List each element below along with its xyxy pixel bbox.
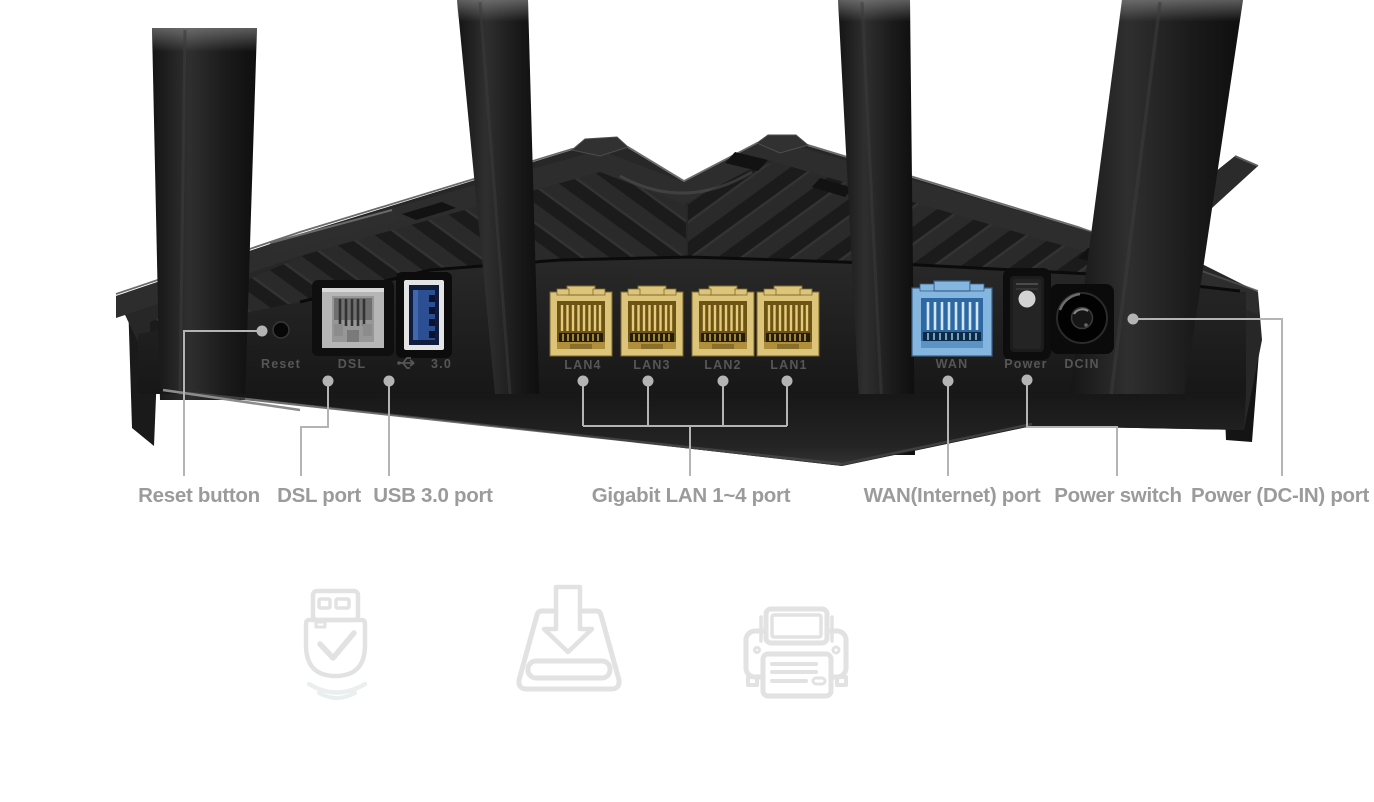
panel-label-power: Power [1004, 357, 1048, 371]
lan4-port [548, 284, 614, 358]
callout-reset: Reset button [138, 484, 260, 507]
wan-port [911, 280, 993, 357]
panel-label-lan4: LAN4 [564, 358, 601, 372]
dcin-leader [1127, 313, 1283, 476]
lan-ports: LAN4 LAN3 LAN2 LAN1 [548, 284, 821, 372]
center-sheen [619, 170, 753, 195]
panel-label-dsl: DSL [338, 357, 367, 371]
lan3-port [619, 284, 685, 358]
panel-label-reset: Reset [261, 357, 301, 371]
usb-trident-icon [397, 357, 415, 369]
callout-wan: WAN(Internet) port [864, 484, 1041, 507]
bottom-bevel-right [841, 422, 1033, 466]
antenna-1 [152, 28, 257, 400]
bottom-bevel-highlight [162, 388, 301, 412]
antenna-2 [457, 0, 540, 425]
left-peak-tab [570, 136, 629, 157]
wan-leader [942, 375, 954, 476]
panel-label-dcin: DCIN [1064, 357, 1099, 371]
callout-dsl: DSL port [277, 484, 361, 507]
left-wing-strip [269, 209, 400, 253]
usb-drive-check-icon [303, 588, 368, 700]
antenna-3 [838, 0, 915, 455]
bottom-bevel-left [162, 388, 843, 466]
usb-3-port [396, 272, 452, 358]
panel-label-wan: WAN [936, 357, 969, 371]
lan1-port [755, 284, 821, 358]
panel-label-usb: 3.0 [431, 357, 452, 371]
power-leader [1021, 374, 1118, 476]
usb-leader [383, 375, 395, 476]
callout-labels: Reset button DSL port USB 3.0 port Gigab… [138, 484, 1370, 507]
callout-power: Power switch [1054, 484, 1181, 507]
power-switch [1003, 268, 1051, 360]
callout-dcin: Power (DC-IN) port [1191, 484, 1369, 507]
footer-icons [303, 584, 849, 700]
panel-label-lan1: LAN1 [770, 358, 807, 372]
antennas [152, 0, 1243, 455]
callout-usb: USB 3.0 port [373, 484, 493, 507]
ridge-highlight [115, 142, 1259, 295]
right-peak-tab [755, 134, 810, 154]
reset-button-hole [272, 321, 290, 339]
panel-label-lan2: LAN2 [704, 358, 741, 372]
lan-leader [577, 375, 793, 476]
ports: Reset DSL [261, 268, 1114, 372]
reset-leader [183, 325, 268, 476]
dsl-port [312, 280, 394, 356]
storage-download-icon [516, 584, 622, 692]
callout-lan: Gigabit LAN 1~4 port [592, 484, 791, 507]
lan2-port [690, 284, 756, 358]
dsl-leader [300, 375, 334, 476]
panel-label-lan3: LAN3 [633, 358, 670, 372]
hatch-left [150, 154, 686, 348]
download-arrow [541, 584, 595, 655]
printer-icon [743, 606, 849, 699]
dc-in-jack [1050, 284, 1114, 354]
callout-lines [183, 313, 1283, 476]
